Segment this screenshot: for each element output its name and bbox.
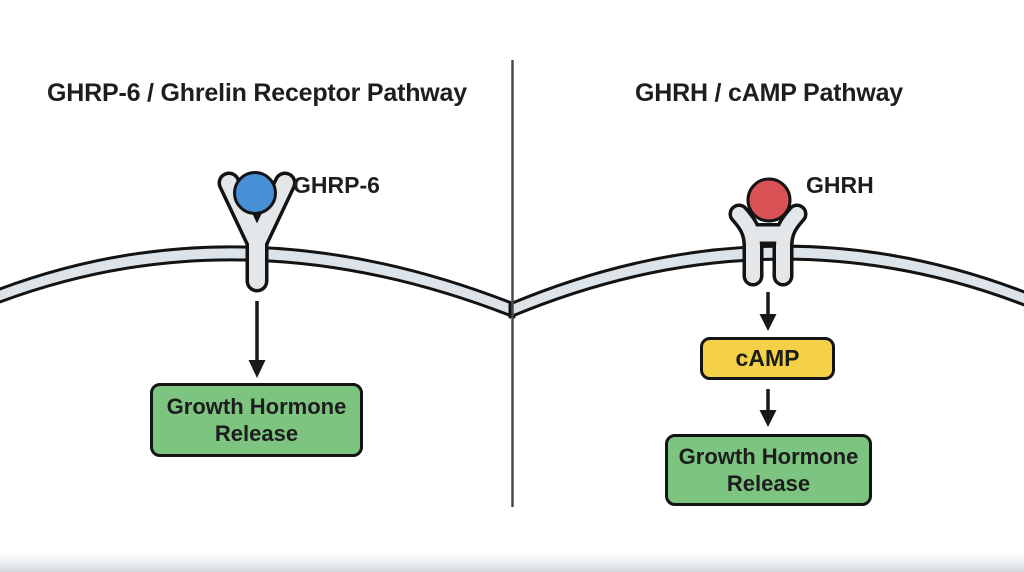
right-panel-title: GHRH / cAMP Pathway <box>634 79 904 107</box>
arrow-right-receptor-to-camp <box>759 292 777 331</box>
cell-membrane-left <box>0 245 516 319</box>
ghrelin-receptor <box>217 171 297 293</box>
bottom-gray-strip <box>0 552 1024 572</box>
camp-box: cAMP <box>700 337 835 380</box>
growth-hormone-release-box-right: Growth Hormone Release <box>665 434 872 506</box>
cell-membrane-right <box>508 244 1024 319</box>
arrow-left-receptor-to-release <box>248 301 266 378</box>
ghrh-ligand-circle <box>746 177 792 223</box>
growth-hormone-release-box-left: Growth Hormone Release <box>150 383 363 457</box>
left-panel-title: GHRP-6 / Ghrelin Receptor Pathway <box>47 79 467 107</box>
ghrh-receptor <box>728 203 808 287</box>
ghrp6-ligand-circle <box>233 171 277 215</box>
ghrp6-ligand-label: GHRP-6 <box>293 172 380 198</box>
arrow-right-camp-to-release <box>759 389 777 427</box>
ghrh-ligand-label: GHRH <box>806 172 874 198</box>
